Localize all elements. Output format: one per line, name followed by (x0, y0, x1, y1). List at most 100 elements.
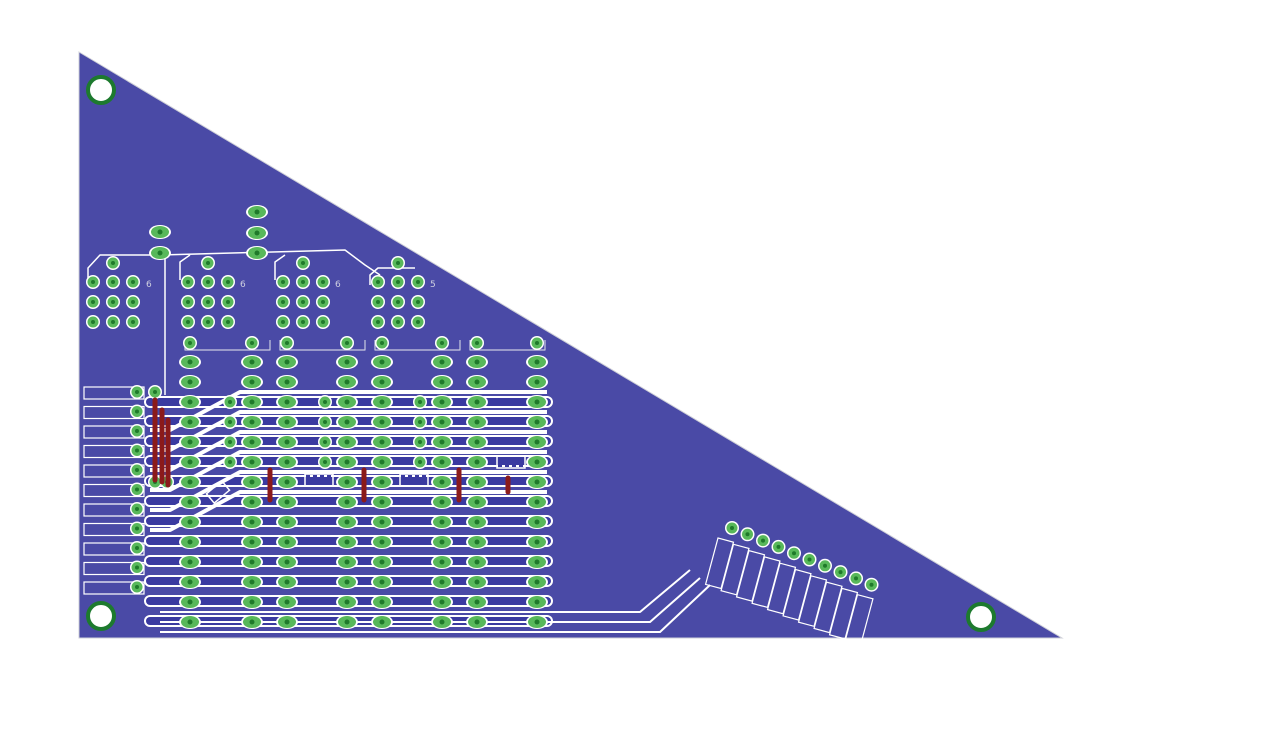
pad-drill (439, 439, 445, 445)
pad-drill (187, 379, 193, 385)
pad-drill (439, 379, 445, 385)
smd-lead (519, 457, 523, 467)
pad-drill (474, 479, 480, 485)
pad-drill (187, 419, 193, 425)
pad-drill (135, 390, 139, 394)
pad-drill (474, 499, 480, 505)
pad-drill (187, 519, 193, 525)
pad-drill (249, 519, 255, 525)
pad-drill (153, 390, 157, 394)
smd-pad-icon (83, 561, 145, 576)
pad-drill (131, 300, 135, 304)
pad-drill (301, 300, 305, 304)
connector-pin (844, 593, 874, 646)
pad-drill (206, 300, 210, 304)
smd-lead (408, 475, 412, 485)
smd-pad-icon (844, 593, 874, 646)
smd-lead (401, 475, 405, 485)
pad-drill (254, 209, 260, 215)
pad-drill (379, 439, 385, 445)
group-silk (469, 340, 546, 351)
pad-drill (250, 341, 254, 345)
group-silk (374, 340, 461, 351)
pad-drill (534, 539, 540, 545)
pad-drill (281, 300, 285, 304)
pad-drill (792, 551, 796, 556)
smd-pad-icon (399, 473, 429, 487)
pad-drill (440, 341, 444, 345)
pad-drill (379, 379, 385, 385)
pad-drill (135, 409, 139, 414)
pad-drill (439, 399, 445, 405)
pad-drill (474, 359, 480, 365)
smd-pad-icon (720, 543, 750, 596)
pad-drill (135, 507, 139, 511)
pad-drill (823, 563, 827, 568)
pad-drill (249, 359, 255, 365)
pad-drill (418, 460, 422, 464)
pad-drill (534, 619, 540, 625)
pad-drill (379, 519, 385, 525)
pad-drill (344, 499, 350, 505)
pad-drill (534, 499, 540, 505)
pad-drill (416, 320, 420, 324)
ic4-pin-label: 5 (430, 280, 436, 290)
pad-drill (379, 619, 385, 625)
pad-drill (344, 559, 350, 565)
pad-drill (135, 526, 139, 531)
harness-wire (179, 254, 191, 280)
smd-pad-icon (751, 556, 781, 609)
mounting-holes (86, 75, 996, 632)
smd-lead (422, 475, 426, 485)
pad-drill (284, 599, 290, 605)
pad-drill (344, 419, 350, 425)
pad-drill (249, 579, 255, 585)
pad-drill (379, 539, 385, 545)
pad-drill (439, 519, 445, 525)
connector-pin (828, 587, 859, 640)
pad-drill (416, 300, 420, 304)
pad-drill (323, 420, 327, 424)
pad-drill (285, 341, 289, 345)
pad-drill (323, 400, 327, 404)
pad-drill (396, 280, 400, 284)
connector-trace (160, 569, 691, 613)
pad-drill (249, 479, 255, 485)
pad-drill (226, 300, 230, 304)
pad-drill (344, 479, 350, 485)
pad-drill (344, 619, 350, 625)
pad-drill (416, 280, 420, 284)
smd-pad-icon (304, 473, 334, 487)
smd-pad-icon (813, 581, 843, 634)
pad-drill (187, 539, 193, 545)
pad-drill (187, 359, 193, 365)
mounting-hole-icon (86, 601, 116, 631)
smd-pad-icon (782, 568, 812, 621)
bus-lead-clearance (150, 470, 547, 512)
smd-lead (320, 475, 324, 485)
pad-drill (535, 341, 539, 345)
pad-drill (206, 261, 210, 265)
pad-drill (131, 280, 135, 284)
pad-drill (249, 599, 255, 605)
smd-pad-icon (735, 549, 766, 602)
pad-drill (344, 579, 350, 585)
pad-drill (226, 320, 230, 324)
pad-drill (187, 559, 193, 565)
pad-drill (111, 300, 115, 304)
pad-drill (534, 459, 540, 465)
pad-drill (135, 448, 139, 453)
pad-drill (344, 399, 350, 405)
pad-drill (301, 320, 305, 324)
pad-drill (281, 320, 285, 324)
pad-drill (838, 570, 843, 575)
pad-drill (135, 429, 139, 433)
pad-drill (474, 619, 480, 625)
bus-lead-clearance (150, 450, 547, 492)
pad-drill (439, 579, 445, 585)
mounting-hole-icon (966, 602, 996, 632)
smd-pad-icon (83, 425, 145, 439)
pad-drill (206, 320, 210, 324)
pad-drill (396, 261, 400, 265)
smd-pad-icon (83, 503, 145, 517)
